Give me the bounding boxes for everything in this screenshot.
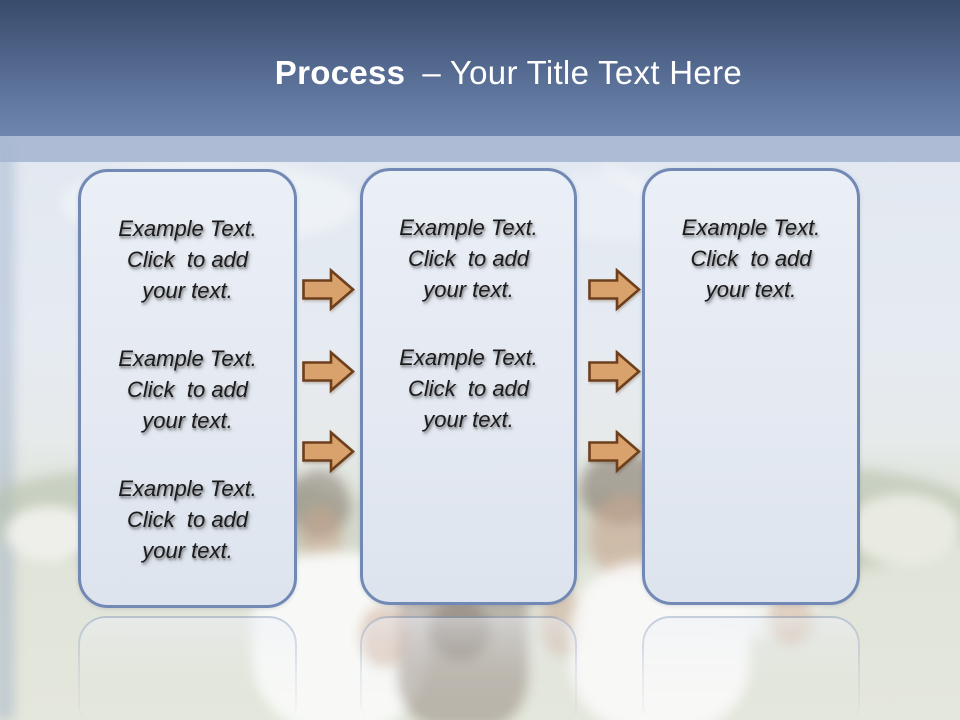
box-reflection-1 xyxy=(78,616,297,720)
placeholder-line: Example Text. xyxy=(118,346,257,371)
placeholder-paragraph: Example Text. Click to add your text. xyxy=(81,343,294,436)
placeholder-line: Click to add xyxy=(126,247,249,272)
placeholder-line: Example Text. xyxy=(118,476,257,501)
placeholder-line: Example Text. xyxy=(399,345,538,370)
placeholder-line: your text. xyxy=(705,277,797,302)
placeholder-line: your text. xyxy=(423,407,514,432)
placeholder-paragraph: Example Text. Click to add your text. xyxy=(363,342,574,435)
process-arrow-right-icon xyxy=(588,349,641,394)
placeholder-paragraph: Example Text. Click to add your text. xyxy=(81,473,294,566)
step-panel-3[interactable]: Example Text. Click to add your text. xyxy=(642,168,860,605)
placeholder-line: Click to add xyxy=(126,377,249,402)
slide-title: Process – Your Title Text Here xyxy=(218,6,742,130)
slide-title-rest: – Your Title Text Here xyxy=(422,54,743,91)
step-panel-1[interactable]: Example Text. Click to add your text. Ex… xyxy=(78,169,297,608)
placeholder-line: your text. xyxy=(423,277,514,302)
header-underline-band xyxy=(0,136,960,162)
slide-header: Process – Your Title Text Here xyxy=(0,0,960,136)
box-reflection-3 xyxy=(642,616,860,720)
placeholder-paragraph: Example Text. Click to add your text. xyxy=(645,212,857,305)
placeholder-line: Click to add xyxy=(690,246,812,271)
placeholder-line: your text. xyxy=(142,408,233,433)
placeholder-line: Click to add xyxy=(407,376,530,401)
placeholder-line: Click to add xyxy=(407,246,530,271)
step-panel-2[interactable]: Example Text. Click to add your text. Ex… xyxy=(360,168,577,605)
placeholder-line: Click to add xyxy=(126,507,249,532)
box-reflection-2 xyxy=(360,616,577,720)
placeholder-line: Example Text. xyxy=(118,216,257,241)
placeholder-line: your text. xyxy=(142,278,233,303)
slide-title-emphasis: Process xyxy=(274,54,406,91)
placeholder-line: your text. xyxy=(142,538,233,563)
placeholder-paragraph: Example Text. Click to add your text. xyxy=(363,212,574,305)
process-arrow-right-icon xyxy=(588,267,641,312)
placeholder-line: Example Text. xyxy=(399,215,538,240)
process-arrow-right-icon xyxy=(302,267,355,312)
process-arrow-right-icon xyxy=(302,429,355,474)
process-arrow-right-icon xyxy=(302,349,355,394)
placeholder-paragraph: Example Text. Click to add your text. xyxy=(81,213,294,306)
process-arrow-right-icon xyxy=(588,429,641,474)
placeholder-line: Example Text. xyxy=(681,215,821,240)
